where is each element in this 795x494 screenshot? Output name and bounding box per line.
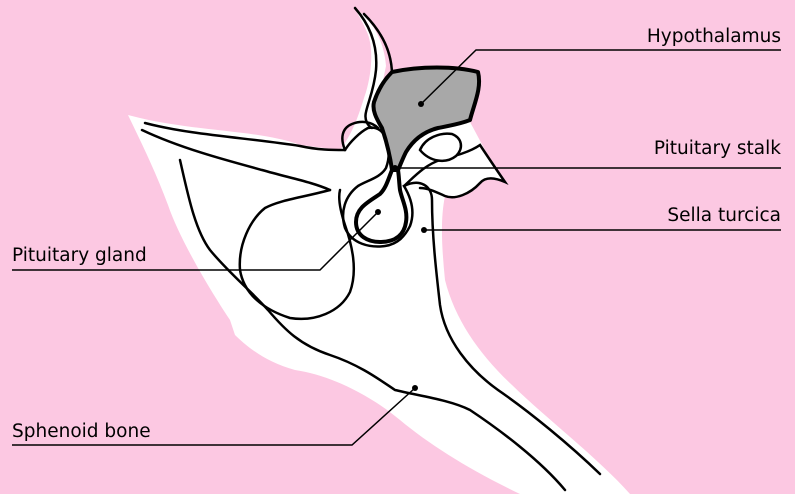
label-pituitary-stalk: Pituitary stalk	[654, 138, 781, 160]
label-sphenoid-bone: Sphenoid bone	[12, 421, 151, 443]
label-pituitary-gland: Pituitary gland	[12, 245, 147, 267]
label-hypothalamus: Hypothalamus	[647, 26, 781, 48]
label-sella-turcica: Sella turcica	[667, 205, 781, 227]
